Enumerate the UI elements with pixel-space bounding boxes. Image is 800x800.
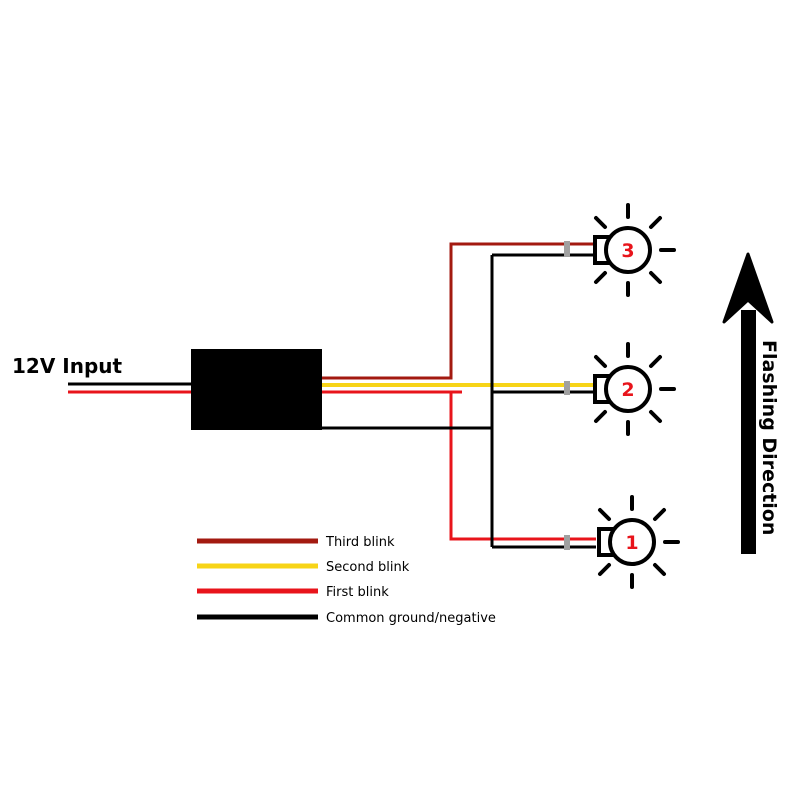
- wire-third-blink: [322, 242, 566, 380]
- flashing-direction-arrow-icon: [722, 252, 774, 554]
- bulb-globe: [604, 365, 652, 413]
- flashing-direction-label: Flashing Direction: [758, 340, 780, 535]
- bulb-rays-icon: [594, 203, 676, 297]
- bulb-1: 1: [597, 495, 680, 589]
- wire-ground: [322, 253, 566, 549]
- bulb-number: 2: [621, 379, 634, 401]
- connector-3: [564, 241, 570, 257]
- input-label: 12V Input: [12, 354, 123, 378]
- bulb-globe: [604, 226, 652, 274]
- legend-label-third: Third blink: [325, 535, 395, 550]
- bulb-number: 1: [625, 532, 638, 554]
- bulb-globe: [608, 518, 656, 566]
- legend: Third blink Second blink First blink Com…: [197, 535, 496, 626]
- wire-first-blink: [322, 390, 566, 541]
- controller-box: [191, 349, 322, 430]
- bulb-2: 2: [593, 342, 676, 436]
- bulb-rays-icon: [598, 495, 680, 589]
- bulb-number: 3: [621, 240, 634, 262]
- legend-label-first: First blink: [326, 585, 389, 600]
- connector-1: [564, 535, 570, 550]
- legend-label-ground: Common ground/negative: [326, 611, 496, 626]
- connector-2: [564, 381, 570, 395]
- bulb-rays-icon: [594, 342, 676, 436]
- legend-label-second: Second blink: [326, 560, 410, 575]
- bulb-3: 3: [593, 203, 676, 297]
